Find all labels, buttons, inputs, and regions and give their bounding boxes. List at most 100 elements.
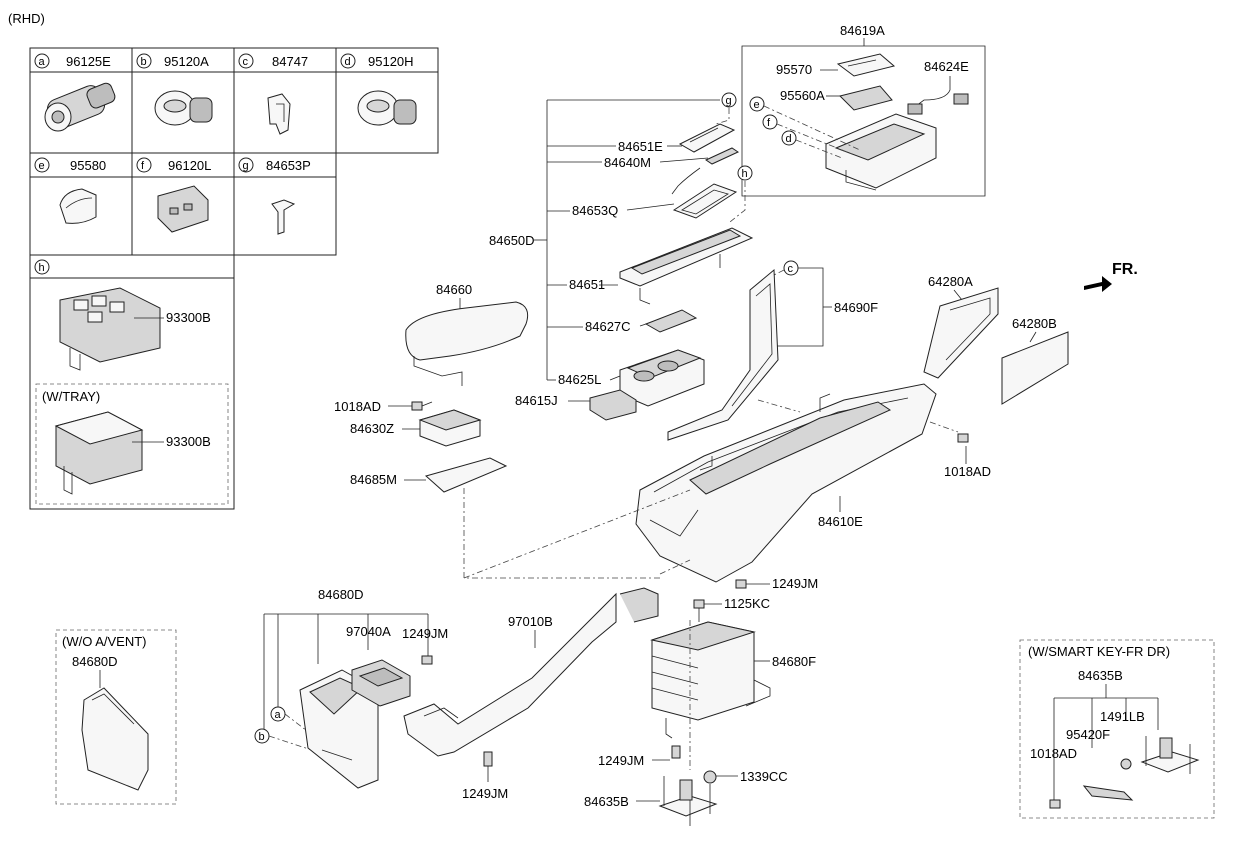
svg-text:d: d [345,56,351,68]
antenna-95420F-icon [1082,785,1134,801]
switch-95120H-icon [357,90,417,126]
label-95570: 95570 [776,62,812,77]
label-84650D: 84650D [489,233,535,248]
callout-a-icon: a [270,706,286,722]
pad-95560A-icon [839,85,893,111]
label-95420F: 95420F [1066,727,1110,742]
label-84625L: 84625L [558,372,601,387]
panel-64280A-icon [923,287,999,379]
page-title: (RHD) [8,11,45,26]
pin-84653P-icon [271,199,296,235]
trim-84651E-icon [678,123,736,153]
label-84680D: 84680D [318,587,364,602]
cupholder-84625L-icon [619,349,705,407]
legend-cell-g: g 84653P [238,157,311,173]
bolt-1249JM-a-icon [735,579,770,589]
cover-84615J-icon [589,389,637,421]
svg-text:e: e [39,160,45,172]
label-84651: 84651 [569,277,605,292]
w-tray-heading: (W/TRAY) [42,389,100,404]
switch-96125E-icon [44,82,116,132]
label-84651E: 84651E [618,139,663,154]
legend-cell-d: d 95120H [340,53,414,69]
label-64280B: 64280B [1012,316,1057,331]
assembly-84619A-box [741,45,986,197]
label-84610E: 84610E [818,514,863,529]
wiring-84624E-icon [907,76,969,115]
label-1018AD: 1018AD [334,399,381,414]
legend-part-number: 95120H [368,54,414,69]
legend-part-number: 84653P [266,158,311,173]
label-84640M: 84640M [604,155,651,170]
switch-95120A-icon [154,90,213,126]
svg-text:f: f [767,117,771,129]
legend-cell-a: a 96125E [34,53,111,69]
label-1018AD-smart: 1018AD [1030,746,1077,761]
svg-text:c: c [788,263,794,275]
svg-text:a: a [275,709,282,721]
smart-key-heading: (W/SMART KEY-FR DR) [1028,644,1170,659]
callout-b-icon: b [254,728,270,744]
bolt-1125KC-icon [693,599,705,622]
mat-84685M-icon [424,457,508,493]
console-top-84651-icon [619,227,754,305]
callout-a-icon: a [34,53,50,69]
bolt-1249JM-c-icon [421,655,433,665]
legend-cell-e: e 95580 [34,157,106,173]
legend-cell-c: c 84747 [238,53,308,69]
bolt-1491LB-icon [1120,758,1132,770]
label-84635B-smart: 84635B [1078,668,1123,683]
socket-96120L-icon [157,185,209,233]
svg-text:b: b [259,731,265,743]
label-84627C: 84627C [585,319,631,334]
label-84680D-wo-avent: 84680D [72,654,118,669]
svg-text:h: h [742,168,748,180]
legend-part-number: 84747 [272,54,308,69]
svg-text:g: g [243,160,249,172]
bracket-84635B-icon [658,776,718,826]
callout-h-icon: h [737,165,753,181]
callout-b-icon: b [136,53,152,69]
callout-d-icon: d [340,53,356,69]
callout-c-icon: c [238,53,254,69]
callout-f-icon: f [762,114,778,130]
label-95560A: 95560A [780,88,825,103]
bolt-1018AD-smart-icon [1049,799,1061,809]
label-84680F: 84680F [772,654,816,669]
callout-g-icon: g [238,157,254,173]
wo-avent-box [55,629,177,805]
legend-grid [29,47,439,510]
svg-text:d: d [786,133,792,145]
label-84685M: 84685M [350,472,397,487]
w-tray-box [35,383,229,505]
svg-text:f: f [141,160,145,172]
callout-d-icon: d [781,130,797,146]
label-97010B: 97010B [508,614,553,629]
label-1125KC: 1125KC [724,596,770,611]
label-1249JM-a: 1249JM [772,576,818,591]
label-84624E: 84624E [924,59,969,74]
label-1249JM-b: 1249JM [598,753,644,768]
callout-e-icon: e [34,157,50,173]
console-84610E-icon [635,383,937,583]
switch-panel-93300B-icon [59,287,161,371]
svg-text:g: g [726,95,732,107]
tray-switch-93300B-icon [54,411,144,495]
clip-84747-icon [267,93,291,135]
svg-text:a: a [39,56,46,68]
callout-h-icon: h [34,259,50,275]
svg-text:h: h [39,262,45,274]
bolt-1249JM-d-icon [483,751,493,767]
label-84619A: 84619A [840,23,885,38]
panel-84680D-icon [299,669,379,789]
bezel-84653Q-icon [672,183,738,219]
vent-97040A-icon [351,659,411,707]
label-1249JM-c: 1249JM [402,626,448,641]
legend-part-number: 96125E [66,54,111,69]
legend-cell-b: b 95120A [136,53,209,69]
bracket-84635B-smart-icon [1140,736,1200,774]
bolt-1249JM-b-icon [671,745,681,759]
label-93300B-tray: 93300B [166,434,211,449]
bolt-1018AD-right-icon [957,433,969,443]
